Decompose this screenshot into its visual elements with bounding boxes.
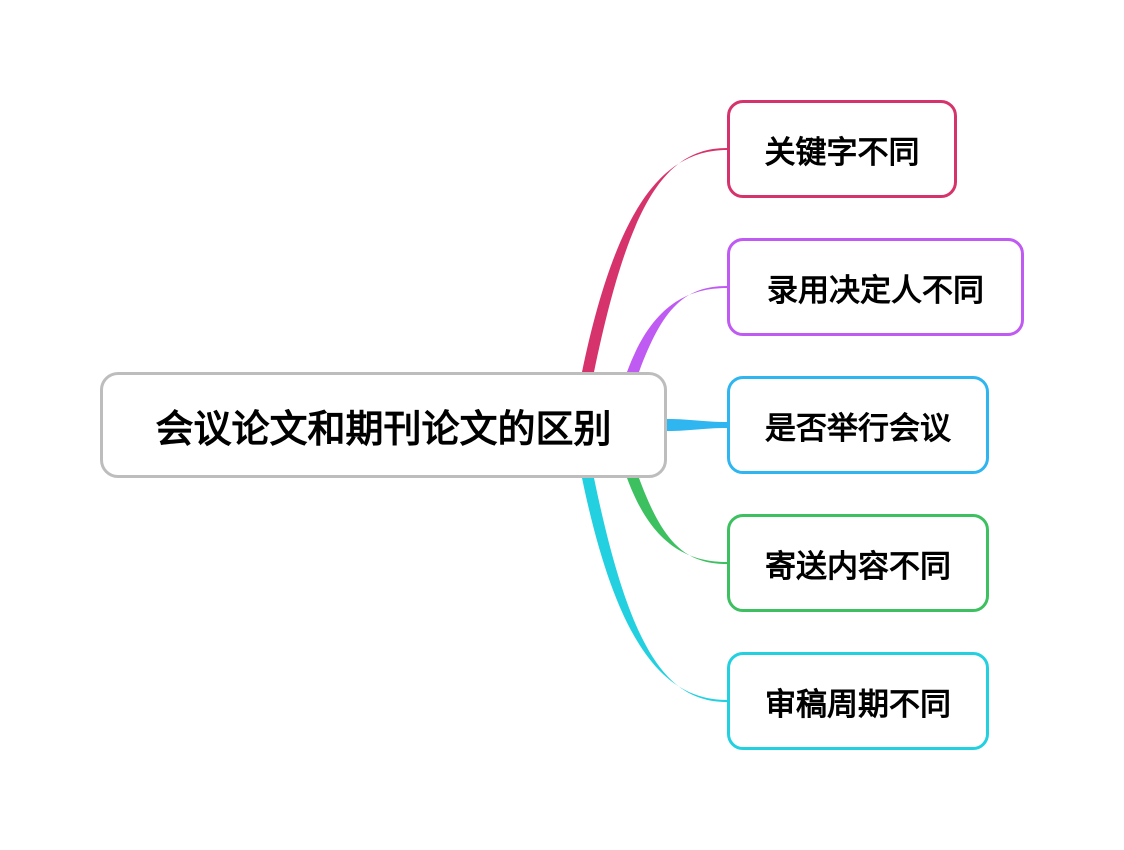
connector-line-2 <box>667 419 727 431</box>
branch-topic-label: 录用决定人不同 <box>767 272 984 309</box>
connector-line-1 <box>627 286 727 372</box>
branch-topic-label: 关键字不同 <box>764 134 920 171</box>
connector-line-0 <box>582 148 727 372</box>
branch-topic-meeting-held[interactable]: 是否举行会议 <box>727 376 989 474</box>
branch-topic-label: 是否举行会议 <box>765 410 951 447</box>
branch-topic-keywords[interactable]: 关键字不同 <box>727 100 957 198</box>
connector-line-3 <box>627 478 727 564</box>
branch-topic-review-cycle[interactable]: 审稿周期不同 <box>727 652 989 750</box>
branch-topic-label: 寄送内容不同 <box>765 548 951 585</box>
branch-topic-label: 审稿周期不同 <box>765 686 951 723</box>
branch-topic-mailing-content[interactable]: 寄送内容不同 <box>727 514 989 612</box>
branch-topic-decision-maker[interactable]: 录用决定人不同 <box>727 238 1024 336</box>
root-topic-label: 会议论文和期刊论文的区别 <box>155 406 612 451</box>
root-topic[interactable]: 会议论文和期刊论文的区别 <box>100 372 667 478</box>
connector-line-4 <box>582 478 727 702</box>
